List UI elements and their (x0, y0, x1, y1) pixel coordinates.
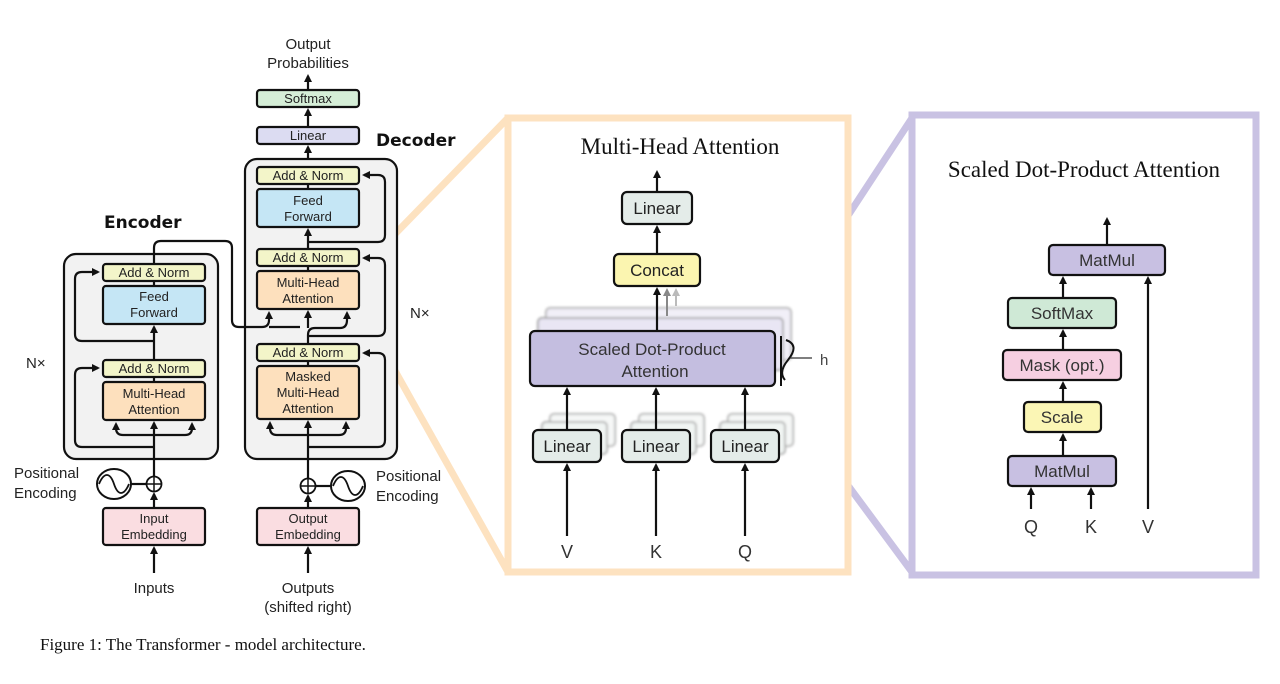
linear-k-label: Linear (632, 437, 680, 456)
softmax-box (255, 88, 361, 109)
matmul-bottom-box (1006, 454, 1118, 488)
sdpa-label-2: Attention (621, 362, 688, 381)
concat-box (612, 252, 702, 288)
decoder-ff-label-2: Forward (284, 209, 332, 224)
pos-enc-right-label-1: Positional (376, 468, 441, 485)
sdpa-label-1: Scaled Dot-Product (578, 340, 726, 359)
matmul-top-box (1047, 243, 1167, 277)
scaled-dot-product-panel: Scaled Dot-Product Attention MatMul Soft… (908, 111, 1260, 579)
softmax-label: Softmax (284, 91, 332, 106)
pos-enc-left-label-1: Positional (14, 465, 79, 482)
h-label: h (820, 352, 828, 369)
mha-linear-top-label: Linear (633, 199, 681, 218)
sdpa-input-v: V (1142, 517, 1154, 537)
nx-left-label: N× (26, 355, 46, 372)
multi-head-attention-panel: Multi-Head Attention Linear Concat Scale… (504, 114, 852, 576)
scale-box (1022, 400, 1103, 434)
inputs-label: Inputs (134, 580, 175, 597)
nx-right-label: N× (410, 305, 430, 322)
decoder-mha-label-2: Attention (282, 291, 333, 306)
sdpa-input-q: Q (1024, 517, 1038, 537)
sdpa-title: Scaled Dot-Product Attention (948, 157, 1221, 182)
pos-enc-right-label-2: Encoding (376, 488, 439, 505)
output-probabilities-label-2: Probabilities (267, 55, 349, 72)
sine-wave-icon (96, 468, 132, 500)
decoder-masked-label-2: Multi-Head (277, 385, 340, 400)
decoder-add-norm-1-label: Add & Norm (273, 168, 344, 183)
encoder-add-norm-bottom-label: Add & Norm (119, 361, 190, 376)
decoder-masked-label-3: Attention (282, 401, 333, 416)
encoder-container (62, 252, 220, 461)
sdpa-frame (908, 111, 1260, 579)
outputs-label-2: (shifted right) (264, 599, 352, 616)
sine-wave-icon (330, 470, 366, 502)
softmax-box-sdpa (1006, 296, 1118, 330)
decoder-title: Decoder (376, 131, 456, 151)
encoder-title: Encoder (104, 213, 182, 233)
input-embedding-box (101, 506, 207, 547)
outputs-label-1: Outputs (282, 580, 335, 597)
output-embedding-label-1: Output (288, 511, 327, 526)
output-probabilities-label-1: Output (285, 36, 331, 53)
figure-caption: Figure 1: The Transformer - model archit… (40, 635, 366, 654)
matmul-bottom-label: MatMul (1034, 462, 1090, 481)
sdpa-box (528, 329, 777, 388)
linear-input-k: Linear K (620, 387, 705, 562)
mha-input-v: V (561, 542, 573, 562)
encoder-ff-label-1: Feed (139, 289, 169, 304)
matmul-top-label: MatMul (1079, 251, 1135, 270)
encoder-mha-label-2: Attention (128, 402, 179, 417)
linear-box (255, 125, 361, 146)
add-circle-icon (299, 477, 317, 495)
decoder-mha-label-1: Multi-Head (277, 275, 340, 290)
mask-label: Mask (opt.) (1019, 356, 1104, 375)
pos-enc-left-label-2: Encoding (14, 485, 77, 502)
add-circle-icon (145, 475, 163, 493)
concat-label: Concat (630, 261, 684, 280)
linear-label: Linear (290, 128, 327, 143)
linear-v-label: Linear (543, 437, 591, 456)
sdpa-input-k: K (1085, 517, 1097, 537)
encoder-ff-label-2: Forward (130, 305, 178, 320)
transformer-diagram: Output Probabilities Softmax Linear Deco… (14, 36, 456, 616)
linear-input-q: Linear Q (709, 387, 794, 562)
mha-input-k: K (650, 542, 662, 562)
input-embedding-label-1: Input (140, 511, 169, 526)
decoder-add-norm-2-label: Add & Norm (273, 250, 344, 265)
mha-input-q: Q (738, 542, 752, 562)
mha-title: Multi-Head Attention (581, 134, 780, 159)
mha-linear-top (620, 190, 694, 226)
scale-label: Scale (1041, 408, 1084, 427)
softmax-sdpa-label: SoftMax (1031, 304, 1094, 323)
decoder-masked-label-1: Masked (285, 369, 331, 384)
linear-q-label: Linear (721, 437, 769, 456)
mask-box (1001, 348, 1123, 382)
decoder-add-norm-3-label: Add & Norm (273, 345, 344, 360)
encoder-add-norm-top-label: Add & Norm (119, 265, 190, 280)
output-embedding-label-2: Embedding (275, 527, 341, 542)
input-embedding-label-2: Embedding (121, 527, 187, 542)
encoder-mha-label-1: Multi-Head (123, 386, 186, 401)
output-embedding-box (255, 506, 361, 547)
h-brace (780, 336, 795, 386)
linear-input-v: Linear V (531, 387, 616, 562)
decoder-ff-label-1: Feed (293, 193, 323, 208)
